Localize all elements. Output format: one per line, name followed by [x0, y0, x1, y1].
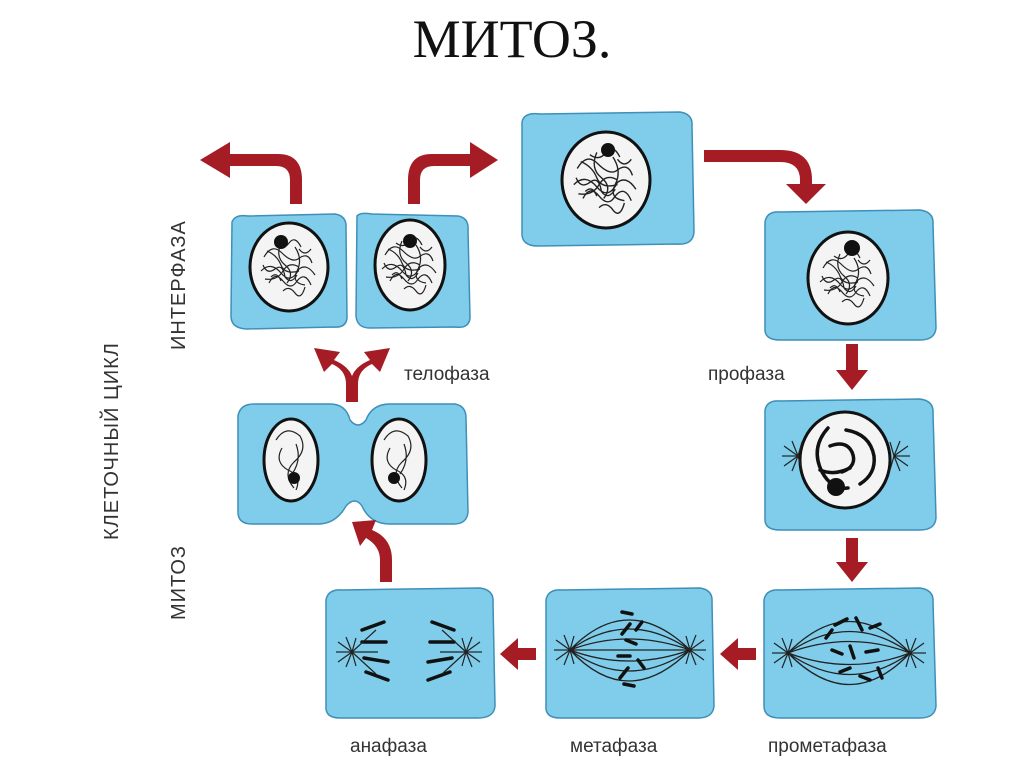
interphase-cell-right — [764, 209, 937, 341]
daughter-cell-right — [355, 212, 471, 329]
arrow-top-to-right — [704, 150, 826, 204]
arrow-down-to-prometaphase — [836, 538, 868, 582]
arrow-right-daughter-out — [408, 142, 498, 204]
label-mitosis: МИТОЗ — [168, 545, 190, 620]
arrow-left-daughter-out — [200, 142, 302, 204]
arrow-left-to-metaphase — [720, 638, 756, 670]
label-metaphase: метафаза — [570, 736, 658, 757]
prometaphase-cell — [763, 587, 937, 719]
telophase-cell — [237, 403, 469, 525]
anaphase-cell — [325, 587, 496, 719]
label-telophase: телофаза — [404, 364, 490, 385]
label-prophase: профаза — [708, 364, 785, 385]
arrow-split-to-daughters — [314, 348, 390, 402]
label-prometaphase: прометафаза — [768, 736, 887, 757]
interphase-cell-top — [521, 111, 695, 247]
label-interphase: ИНТЕРФАЗА — [168, 220, 190, 350]
label-cell-cycle: КЛЕТОЧНЫЙ ЦИКЛ — [99, 342, 123, 540]
daughter-cell-left — [230, 213, 348, 330]
label-anaphase: анафаза — [350, 736, 427, 757]
prophase-cell — [764, 398, 937, 531]
arrow-left-to-anaphase — [500, 638, 536, 670]
page-title: МИТОЗ. — [412, 9, 612, 69]
arrow-up-to-telophase — [352, 520, 392, 582]
arrow-down-to-prophase — [836, 344, 868, 390]
metaphase-cell — [545, 587, 715, 719]
